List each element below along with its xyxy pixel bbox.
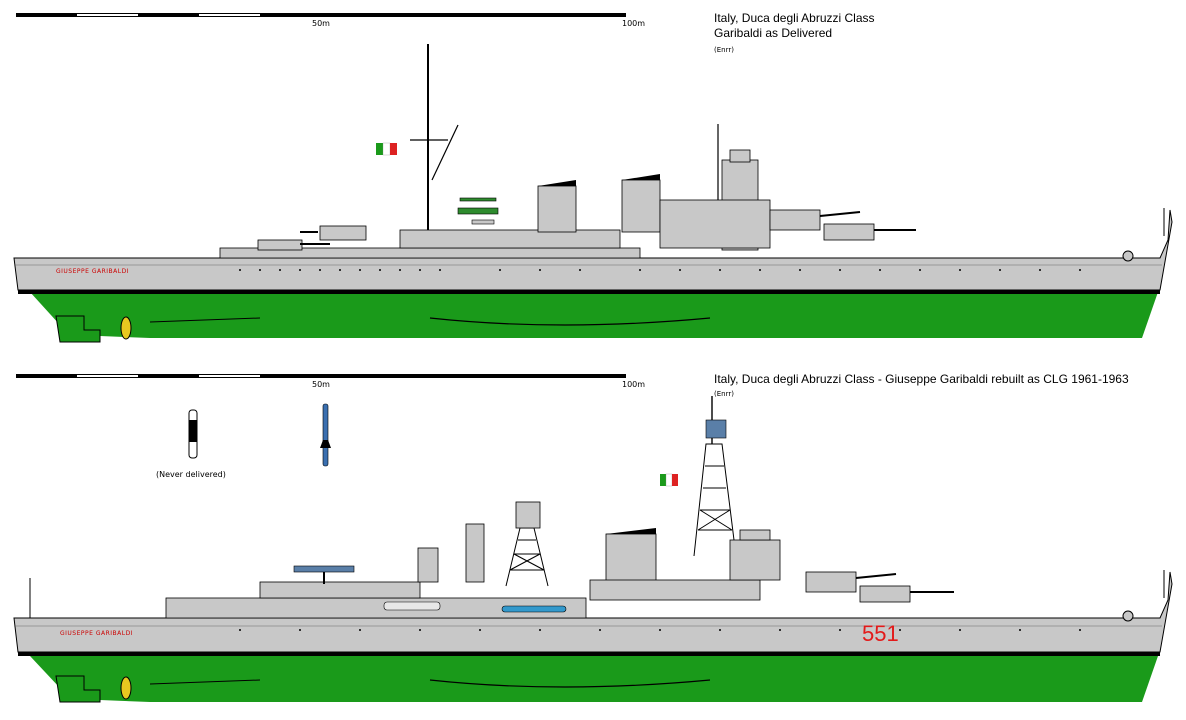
scale-bar-top (16, 13, 626, 17)
flag-white-bottom (665, 473, 673, 487)
bridge-bottom (729, 539, 781, 581)
ship-name-bottom: GIUSEPPE GARIBALDI (60, 630, 133, 637)
ship-name-top: GIUSEPPE GARIBALDI (56, 268, 129, 275)
underwater-hull-bottom (30, 656, 1158, 702)
drawing-title-bottom: Italy, Duca degli Abruzzi Class - Giusep… (714, 372, 1129, 386)
bilge-keel-bottom (429, 679, 711, 688)
anchor-hawse-top (1122, 250, 1134, 262)
portholes-top (239, 269, 1081, 271)
hull-number: 551 (862, 621, 899, 646)
scale-label-50m-bottom: 50m (312, 380, 330, 389)
seaplane-top (457, 197, 499, 225)
credit-bottom: (Enrr) (714, 390, 734, 398)
hull-bottom (13, 571, 1173, 653)
terrier-missile-icon (320, 403, 331, 467)
underwater-hull-top (30, 292, 1158, 338)
credit-top: (Enrr) (714, 46, 734, 54)
polaris-missile-icon (188, 409, 198, 459)
scale-label-100m-top: 100m (622, 19, 646, 28)
propeller-top (120, 316, 132, 340)
hull-top (13, 209, 1173, 291)
missile-launcher-bottom (293, 565, 355, 573)
fore-turret-1-top (769, 209, 821, 231)
anchor-hawse-bottom (1122, 610, 1134, 622)
rudder-top (55, 315, 101, 343)
flag-red-top (390, 143, 397, 155)
bilge-keel-top (429, 317, 711, 326)
never-delivered-note: (Never delivered) (156, 470, 226, 479)
fore-turret-1-bottom (805, 571, 857, 593)
boot-top-top (18, 290, 1160, 294)
flag-red-bottom (672, 474, 678, 486)
aft-turret-2-top (319, 225, 367, 241)
ship-profile-as-delivered (13, 44, 1173, 343)
boot-top-bottom (18, 652, 1160, 656)
propeller-bottom (120, 676, 132, 700)
radar-director-2-bottom (465, 523, 485, 583)
drawing-subtitle-top: Garibaldi as Delivered (714, 26, 833, 40)
flag-green-top (376, 143, 383, 155)
aft-funnel-top (537, 185, 577, 233)
fore-turret-2-top (823, 223, 875, 241)
flag-green-bottom (660, 474, 666, 486)
scale-label-50m-top: 50m (312, 19, 330, 28)
radar-director-1-bottom (417, 547, 439, 583)
mid-superstructure-top (399, 229, 621, 249)
scale-label-100m-bottom: 100m (622, 380, 646, 389)
scale-bar-bottom (16, 374, 626, 378)
aft-lattice-mast (505, 527, 549, 587)
fore-lattice-mast (693, 443, 737, 557)
portholes-bottom (239, 629, 1081, 631)
rudder-bottom (55, 675, 101, 703)
drawing-title-top: Italy, Duca degli Abruzzi Class (714, 11, 875, 25)
boat-white-bottom (383, 601, 441, 611)
boat-blue-bottom (501, 605, 567, 613)
fore-turret-2-bottom (859, 585, 911, 603)
